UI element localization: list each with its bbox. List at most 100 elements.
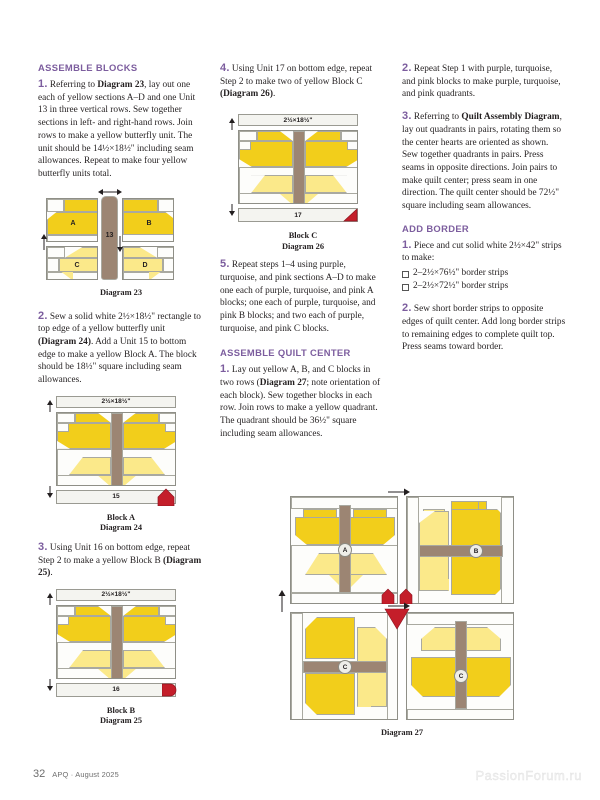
butterfly-body — [111, 605, 123, 678]
bottom-unit-15: 15 — [56, 489, 176, 504]
seam-arrow-left — [41, 233, 47, 250]
block-b-butterfly — [56, 604, 176, 679]
step-text: Piece and cut solid white 2½×42" strips … — [402, 240, 562, 264]
heading-assemble-quilt-center: ASSEMBLE QUILT CENTER — [220, 347, 351, 359]
step-text-cont: , lay out quadrants in pairs, rotating t… — [402, 112, 562, 212]
step-text: Referring to — [413, 112, 462, 123]
step-number: 2. — [402, 302, 412, 315]
step-text-cont: . — [50, 568, 53, 579]
left-column: ASSEMBLE BLOCKS 1. Referring to Diagram … — [38, 62, 202, 734]
page-number: 32 — [33, 768, 46, 780]
diagram-27-label-b: B — [469, 544, 483, 558]
figure-diagram-24: 2½×18½" — [38, 395, 204, 534]
step-text: Using Unit 16 on bottom edge, repeat Ste… — [38, 542, 191, 566]
diagram-number: Diagram 26 — [281, 241, 325, 251]
left-step-1: 1. Referring to Diagram 23, lay out one … — [38, 78, 202, 181]
step-number: 2. — [402, 62, 412, 74]
block-name: Block C — [288, 231, 318, 241]
diagram-24-caption: Block A Diagram 24 — [38, 513, 204, 534]
center-heart-right-icon — [399, 588, 413, 604]
border-strip-list: 2–2½×76½" border strips 2–2½×72½" border… — [402, 267, 566, 293]
seam-arrow-top — [98, 188, 122, 195]
diagram-27-block-c-left: C — [290, 612, 398, 720]
diagram-ref: Diagram 23 — [97, 80, 145, 90]
bottom-unit-16: 16 — [56, 682, 176, 697]
step-text: Sew short border strips to opposite edge… — [402, 304, 566, 353]
diagram-25-caption: Block B Diagram 25 — [38, 706, 204, 727]
section-b-label: B — [146, 220, 152, 228]
unit-13-label: 13 — [105, 232, 114, 240]
top-strip-label: 2½×18½" — [56, 395, 176, 408]
step-text: Using Unit 17 on bottom edge, repeat Ste… — [220, 64, 373, 87]
seam-arrow-middle — [388, 602, 410, 610]
block-name: Block A — [106, 512, 136, 522]
step-text: Sew a solid white 2½×18½" rectangle to t… — [38, 311, 201, 335]
butterfly-body — [293, 131, 305, 204]
issue-label: APQ · August 2025 — [52, 770, 119, 779]
step-number: 3. — [402, 110, 412, 123]
seam-arrow-left — [278, 590, 286, 612]
border-step-1: 1. Piece and cut solid white 2½×42" stri… — [402, 239, 566, 265]
diagram-23-canvas: A 13 B — [41, 188, 196, 284]
diagram-27-block-b: B — [406, 496, 514, 604]
figure-diagram-25: 2½×18½" — [38, 588, 204, 727]
step-text-cont: . — [272, 89, 276, 100]
diagram-ref: (Diagram 24) — [38, 337, 91, 348]
heading-assemble-blocks: ASSEMBLE BLOCKS — [38, 62, 138, 73]
step-text-cont: . Add a Unit 15 to bottom edge to make a… — [38, 337, 197, 386]
diagram-27-label-a: A — [338, 543, 352, 557]
figure-diagram-27: A B — [262, 488, 562, 738]
middle-step-4: 4. Using Unit 17 on bottom edge, repeat … — [220, 62, 384, 101]
step-text-cont: , lay out one each of yellow sections A–… — [38, 80, 196, 179]
section-b-box: B — [122, 197, 174, 242]
seam-arrow-bottom — [47, 485, 53, 498]
center-heart-left-icon — [381, 588, 395, 604]
diagram-27-label-c-right: C — [454, 669, 468, 683]
three-column-layout: ASSEMBLE BLOCKS 1. Referring to Diagram … — [38, 62, 566, 734]
diagram-25-canvas: 2½×18½" — [47, 588, 186, 701]
figure-diagram-26: 2½×18½" — [220, 110, 384, 251]
center-heart-bottom-icon — [384, 608, 410, 630]
diagram-27-block-a: A — [290, 496, 398, 604]
block-name: Block B — [106, 705, 136, 715]
butterfly-body — [455, 621, 467, 709]
heading-add-border: ADD BORDER — [402, 222, 470, 234]
block-a-butterfly — [56, 411, 176, 486]
unit-13 — [101, 195, 118, 280]
diagram-ref: Diagram 27 — [259, 378, 307, 389]
diagram-27-caption: Diagram 27 — [380, 728, 424, 737]
section-a-box: A — [46, 197, 98, 242]
seam-arrow-top — [388, 488, 410, 496]
section-a-label: A — [70, 220, 76, 228]
section-c-box: C — [46, 245, 98, 280]
diagram-26-canvas: 2½×18½" — [229, 114, 368, 226]
seam-arrow-top — [47, 399, 53, 412]
step-text: Repeat steps 1–4 using purple, turquoise… — [220, 260, 376, 334]
bottom-unit-17: 17 — [238, 208, 358, 223]
butterfly-body — [111, 412, 123, 485]
section-d-box: D — [122, 245, 174, 280]
right-step-3: 3. Referring to Quilt Assembly Diagram, … — [402, 110, 566, 213]
page-footer: 32 APQ · August 2025 — [33, 768, 119, 780]
half-heart-unit-icon — [162, 683, 177, 697]
butterfly-body — [419, 545, 503, 557]
diagram-number: Diagram 25 — [99, 716, 143, 726]
seam-arrow-top — [47, 592, 53, 605]
diagram-ref: (Diagram 26) — [220, 89, 273, 100]
diagram-23-caption: Diagram 23 — [99, 287, 143, 297]
right-step-2: 2. Repeat Step 1 with purple, turquoise,… — [402, 62, 566, 101]
top-strip-label: 2½×18½" — [238, 114, 358, 127]
heart-unit-icon — [157, 488, 175, 506]
diagram-ref: Quilt Assembly Diagram — [461, 112, 560, 123]
step-number: 4. — [220, 62, 230, 74]
left-step-3: 3. Using Unit 16 on bottom edge, repeat … — [38, 541, 202, 580]
middle-center-step-1: 1. Lay out yellow A, B, and C blocks in … — [220, 363, 384, 440]
step-number: 2. — [38, 309, 48, 322]
diagram-26-caption: Block C Diagram 26 — [220, 231, 386, 252]
seam-arrow-top — [229, 118, 235, 131]
section-d-label: D — [142, 261, 148, 269]
site-watermark: PassionForum.ru — [475, 768, 582, 783]
seam-arrow-center — [117, 235, 123, 252]
left-step-2: 2. Sew a solid white 2½×18½" rectangle t… — [38, 310, 202, 387]
